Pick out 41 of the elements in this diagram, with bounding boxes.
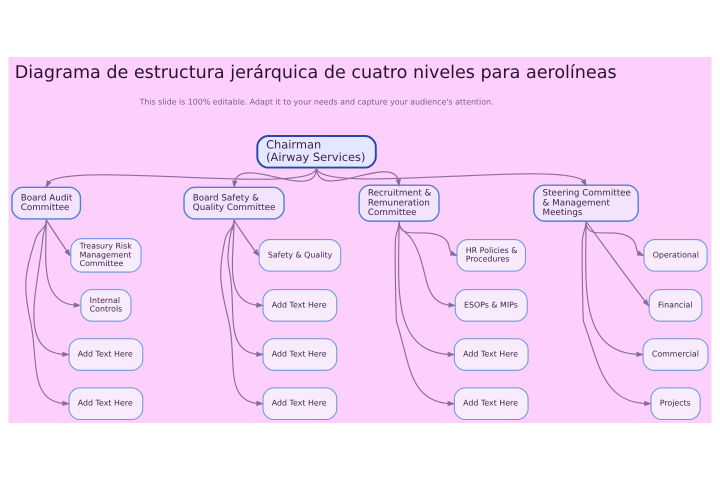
node-box: Projects — [650, 387, 701, 420]
node-box: Add Text Here — [262, 338, 338, 371]
arrow — [585, 221, 644, 357]
arrow — [25, 220, 70, 406]
arrow — [46, 220, 71, 257]
node-box: HR Policies & Procedures — [456, 239, 526, 272]
node-box: Internal Controls — [80, 289, 132, 322]
node-box: ESOPs & MIPs — [454, 289, 528, 322]
arrow — [45, 167, 317, 188]
arrow — [394, 221, 456, 406]
arrow — [316, 167, 587, 187]
node-box: Add Text Here — [68, 338, 144, 371]
arrow — [585, 221, 645, 256]
arrow — [582, 221, 652, 406]
node-box: Commercial — [642, 338, 709, 371]
node-box: Add Text Here — [454, 387, 529, 420]
arrow — [316, 167, 401, 187]
node-box: Add Text Here — [454, 338, 529, 371]
node-box: Financial — [648, 289, 702, 322]
node-box: Safety & Quality — [258, 239, 342, 272]
node-box: Board Audit Committee — [11, 186, 82, 220]
label: This slide is 100% editable. Adapt it to your needs and capture your audience's attention. — [140, 98, 494, 107]
node-box: Add Text Here — [262, 387, 338, 420]
arrow — [586, 220, 650, 307]
node-box: Chairman (Airway Services) — [256, 135, 377, 169]
node-box: Add Text Here — [68, 387, 144, 420]
node-box: Board Safety & Quality Committee — [183, 186, 285, 220]
arrow — [234, 220, 260, 257]
node-box: Treasury Risk Management Committee — [70, 238, 142, 273]
arrow — [220, 220, 264, 406]
node-box: Recruitment & Remuneration Committee — [358, 184, 440, 222]
arrow — [232, 220, 264, 308]
arrow — [45, 220, 82, 308]
diagram-title: Diagrama de estructura jerárquica de cuatro niveles para aerolíneas — [14, 63, 617, 84]
arrow — [33, 220, 70, 357]
arrow — [227, 220, 264, 357]
node-box: Add Text Here — [262, 289, 338, 322]
node-box: Operational — [643, 239, 708, 272]
arrow — [398, 221, 456, 308]
arrow — [398, 221, 456, 357]
node-box: Steering Committee & Management Meetings — [533, 184, 639, 222]
